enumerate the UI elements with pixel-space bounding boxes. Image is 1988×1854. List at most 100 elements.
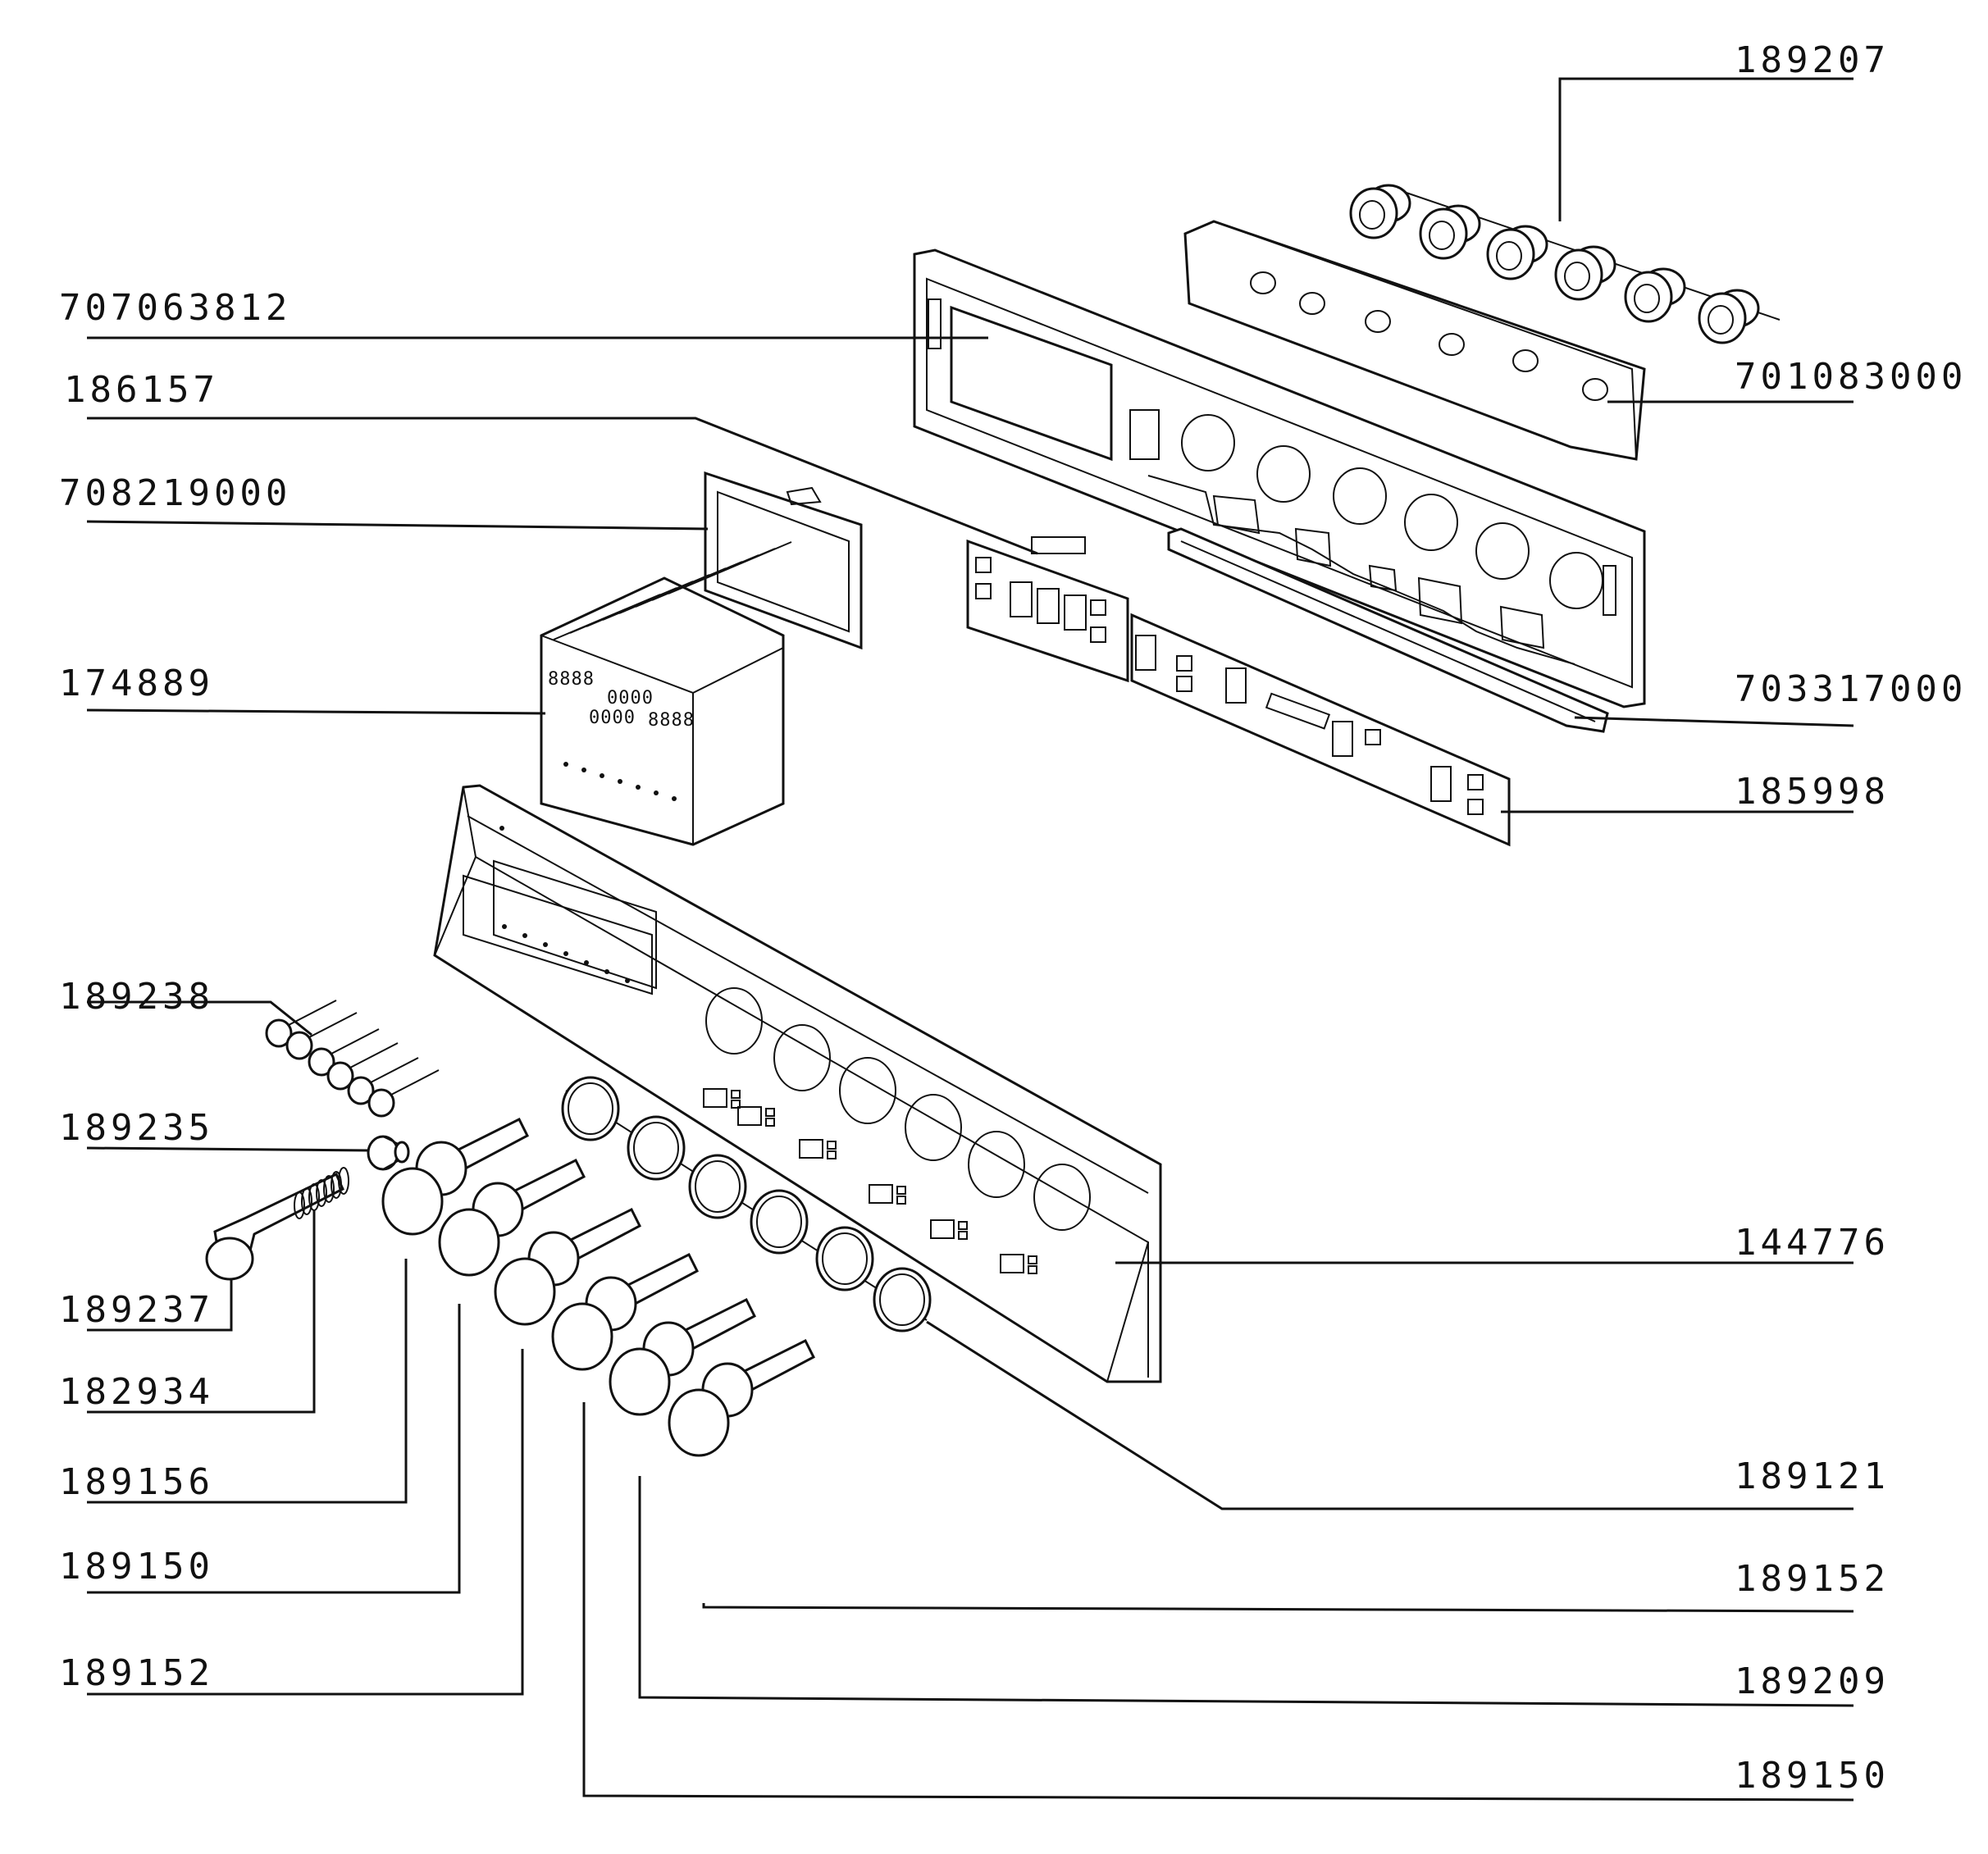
lamp-cap xyxy=(1624,271,1673,323)
label-182934: 182934 xyxy=(59,1371,214,1413)
lamp-cap xyxy=(1349,187,1398,239)
lamp-lens xyxy=(1359,200,1385,230)
leader-lines xyxy=(86,77,1854,1802)
panel-knob-opening xyxy=(905,1094,962,1161)
bracket-hole xyxy=(1299,292,1325,315)
knob-ring-inner xyxy=(633,1122,679,1174)
display-circuit-board xyxy=(966,536,1129,683)
label-174889: 174889 xyxy=(59,663,214,704)
bulb-wire xyxy=(370,1057,419,1083)
module-dot xyxy=(563,762,568,767)
bulb xyxy=(347,1076,375,1105)
module-dot xyxy=(600,773,604,778)
seven-segment-digit xyxy=(1430,766,1452,802)
bracket-hole xyxy=(1365,310,1391,333)
lamp-cap xyxy=(1486,228,1535,280)
knob-face xyxy=(438,1208,500,1277)
frame-knob-opening xyxy=(1256,445,1311,503)
panel-dot xyxy=(522,933,527,938)
push-button-set xyxy=(205,1135,410,1281)
knob-ring-inner xyxy=(822,1232,868,1285)
chip xyxy=(1090,626,1106,643)
panel-dot xyxy=(499,826,504,831)
chip xyxy=(1467,774,1484,790)
spring-coil xyxy=(331,1171,342,1199)
module-dot xyxy=(654,790,659,795)
knob-face xyxy=(494,1257,556,1326)
knob-ring-outer xyxy=(561,1076,620,1141)
panel-indicator xyxy=(896,1186,906,1195)
spring-coil xyxy=(316,1179,327,1207)
panel-indicator xyxy=(958,1231,968,1240)
spring-coil xyxy=(323,1175,335,1203)
panel-knob-opening xyxy=(968,1131,1025,1198)
label-707063812: 707063812 xyxy=(59,287,291,329)
panel-indicator xyxy=(1028,1265,1037,1274)
panel-indicator xyxy=(731,1090,741,1099)
panel-indicator xyxy=(1028,1255,1037,1264)
chip xyxy=(1467,799,1484,815)
part-labels: 189207 707063812 186157 708219000 174889… xyxy=(59,39,1967,1797)
knob-ring-inner xyxy=(756,1196,802,1248)
panel-knob-opening xyxy=(839,1057,896,1124)
panel-indicator xyxy=(958,1221,968,1230)
label-703317000: 703317000 xyxy=(1735,668,1967,710)
spring-coil xyxy=(338,1167,349,1195)
panel-indicator xyxy=(731,1100,741,1109)
knob-face xyxy=(668,1388,730,1457)
knob-ring-strip xyxy=(561,1076,932,1332)
label-701083000: 701083000 xyxy=(1735,356,1967,398)
display-window xyxy=(704,471,863,650)
panel-button xyxy=(930,1219,955,1239)
label-189156: 189156 xyxy=(59,1461,214,1503)
label-189207: 189207 xyxy=(1735,39,1890,81)
bulb xyxy=(326,1061,354,1091)
bulb-wire xyxy=(331,1028,380,1055)
knob-face xyxy=(609,1347,671,1416)
bulb-wire xyxy=(349,1042,399,1068)
knob-ring-outer xyxy=(750,1189,809,1255)
module-digits-b: 0000 xyxy=(607,688,654,708)
panel-knob-opening xyxy=(1033,1164,1091,1231)
label-189237: 189237 xyxy=(59,1289,214,1331)
lamp-lens xyxy=(1429,221,1455,250)
control-knobs xyxy=(381,1117,815,1457)
panel-dot xyxy=(502,924,507,929)
module-dot xyxy=(636,785,641,790)
lamp-lens xyxy=(1708,305,1734,335)
light-guide-strip xyxy=(1167,527,1609,733)
panel-dot xyxy=(584,960,589,965)
main-circuit-board xyxy=(1130,613,1511,847)
bulb-wire xyxy=(288,1000,337,1026)
bracket-hole xyxy=(1582,378,1608,401)
bulb xyxy=(367,1088,395,1118)
module-digits-a: 8888 xyxy=(548,669,595,690)
label-189209: 189209 xyxy=(1735,1660,1890,1702)
bracket-hole xyxy=(1512,349,1539,372)
panel-indicator xyxy=(765,1108,775,1117)
lamp-lens xyxy=(1496,241,1522,271)
bulb xyxy=(308,1047,335,1077)
panel-button xyxy=(1000,1254,1024,1273)
label-144776: 144776 xyxy=(1735,1222,1890,1264)
bracket-hole xyxy=(1439,333,1465,356)
lamp-cap xyxy=(1554,248,1603,301)
knob-face xyxy=(551,1302,613,1371)
panel-dot xyxy=(625,978,630,983)
heat-sink-fin xyxy=(684,541,792,588)
knob-ring-inner xyxy=(695,1160,741,1213)
bulb xyxy=(285,1031,313,1060)
bulb-wire xyxy=(308,1012,358,1038)
panel-knob-opening xyxy=(773,1024,831,1091)
knob-face xyxy=(381,1167,444,1236)
chip xyxy=(1176,655,1192,672)
panel-button xyxy=(799,1139,823,1159)
label-189235: 189235 xyxy=(59,1107,214,1149)
label-189152-right: 189152 xyxy=(1735,1558,1890,1600)
panel-button xyxy=(737,1106,762,1126)
label-708219000: 708219000 xyxy=(59,472,291,514)
seven-segment-digit xyxy=(1225,667,1247,704)
label-189150-right: 189150 xyxy=(1735,1755,1890,1797)
lamp-lens xyxy=(1634,284,1660,313)
